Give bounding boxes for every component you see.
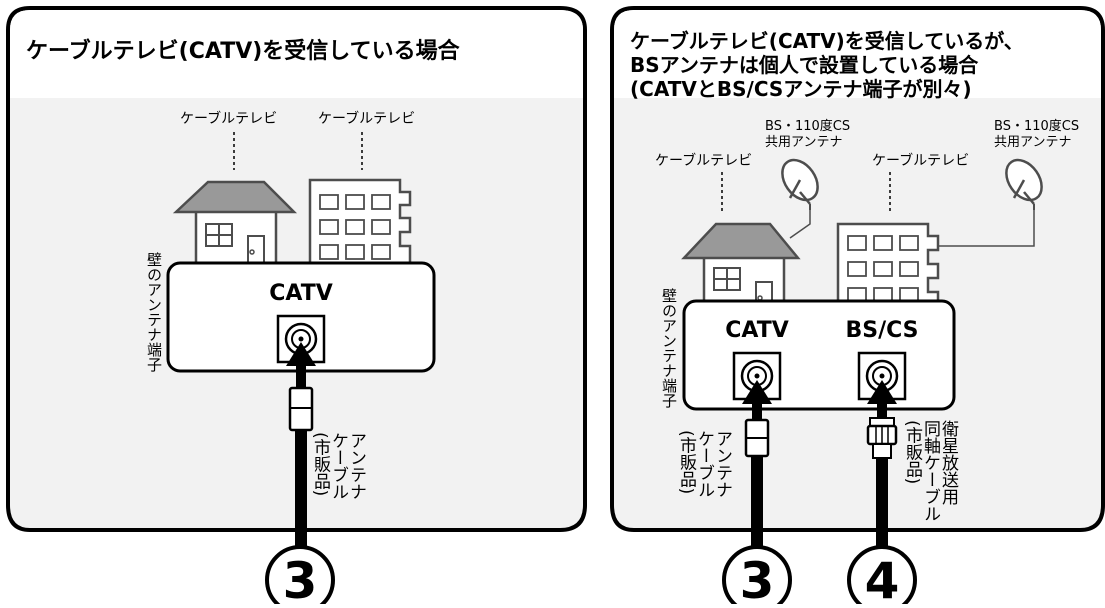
right-dish1-label-1: BS・110度CS: [765, 118, 850, 134]
right-dish1-icon: [781, 158, 819, 210]
right-panel-title-3: (CATVとBS/CSアンテナ端子が別々): [630, 77, 972, 101]
left-panel-title: ケーブルテレビ(CATV)を受信している場合: [26, 38, 461, 64]
right-coaxial-cable: [866, 380, 898, 564]
right-house-label: ケーブルテレビ: [655, 152, 752, 169]
left-cable-label-1: アンテナ: [346, 432, 366, 500]
right-panel-title-1: ケーブルテレビ(CATV)を受信しているが、: [630, 29, 1024, 53]
right-step-badge-4: 4: [847, 545, 917, 608]
right-panel-header: [614, 10, 1101, 98]
left-panel-header: [10, 10, 583, 98]
right-terminal-catv: CATV: [725, 318, 789, 343]
right-dish2-wire: [932, 210, 1035, 247]
left-panel: ケーブルテレビ(CATV)を受信している場合 ケーブルテレビ ケーブルテレビ: [6, 6, 587, 608]
right-cable2-label-1: 衛星放送用: [938, 420, 959, 506]
right-step-number-4: 4: [865, 552, 900, 604]
left-cable-label-3: (市販品): [310, 432, 331, 496]
left-step-badge: 3: [265, 545, 335, 608]
left-cable-label-2: ケーブル: [328, 432, 348, 500]
right-terminal-bscs: BS/CS: [845, 318, 918, 343]
right-cable2-label-2: 同軸ケーブル: [920, 420, 941, 522]
left-wall-terminal-label: 壁のアンテナ端子: [145, 252, 163, 372]
right-step-badge-3: 3: [722, 545, 792, 608]
right-building-icon: [836, 222, 940, 320]
right-dish2-icon: [1005, 158, 1043, 210]
right-panel: ケーブルテレビ(CATV)を受信しているが、 BSアンテナは個人で設置している場…: [610, 6, 1105, 608]
left-house-label: ケーブルテレビ: [180, 110, 277, 127]
right-dish1-label-2: 共用アンテナ: [765, 135, 842, 150]
right-dish2-label-2: 共用アンテナ: [994, 135, 1071, 150]
right-step-number-3: 3: [740, 552, 775, 604]
right-building-label: ケーブルテレビ: [872, 152, 969, 169]
left-building-icon: [308, 178, 412, 270]
right-panel-title-2: BSアンテナは個人で設置している場合: [630, 53, 979, 77]
right-cable2-label-3: (市販品): [902, 420, 923, 484]
right-dish1-wire: [789, 210, 811, 239]
right-cable1-label-1: アンテナ: [712, 430, 732, 498]
left-antenna-cable: [286, 342, 316, 564]
left-step-number: 3: [283, 552, 318, 604]
left-terminal-name: CATV: [269, 281, 333, 306]
right-dish2-label-1: BS・110度CS: [994, 118, 1079, 134]
left-building-label: ケーブルテレビ: [318, 110, 415, 127]
right-cable1-label-2: ケーブル: [694, 430, 714, 498]
right-cable1-label-3: (市販品): [676, 430, 697, 494]
left-house-icon: [172, 180, 298, 270]
right-wall-terminal-label: 壁のアンテナ端子: [660, 288, 678, 408]
right-antenna-cable: [742, 380, 772, 564]
